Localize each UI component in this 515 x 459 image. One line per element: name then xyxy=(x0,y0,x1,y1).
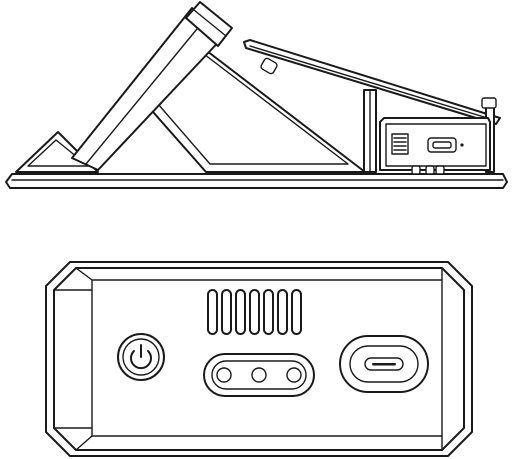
indicator-light xyxy=(286,367,302,383)
usb-c-port[interactable] xyxy=(339,335,429,393)
electronics-box xyxy=(379,117,491,175)
vent-slot xyxy=(235,289,246,335)
side-indicator-dot xyxy=(460,143,464,147)
power-button[interactable] xyxy=(117,333,165,381)
vent-slot xyxy=(221,289,232,335)
box-feet xyxy=(411,165,445,175)
power-icon xyxy=(130,344,152,370)
side-view xyxy=(5,1,508,189)
indicator-lights xyxy=(203,353,315,397)
vent-slot xyxy=(207,289,218,335)
vent-slot xyxy=(291,289,302,335)
support-arm xyxy=(71,1,233,171)
usb-c-port-icon xyxy=(364,357,404,371)
panel-face xyxy=(91,279,443,437)
side-usb-port xyxy=(427,137,457,153)
vent-slot xyxy=(249,289,260,335)
indicator-light xyxy=(216,367,232,383)
vent-slot xyxy=(277,289,288,335)
rear-panel-view xyxy=(45,261,473,457)
support-post xyxy=(363,89,377,173)
hinge-knob xyxy=(260,57,278,75)
indicator-light xyxy=(251,367,267,383)
side-vent-grille xyxy=(391,133,409,155)
top-lid xyxy=(243,39,501,125)
vent-slot xyxy=(263,289,274,335)
vent-slots xyxy=(207,289,302,335)
base-plate xyxy=(5,173,508,189)
panel-corner-lines xyxy=(53,267,443,451)
